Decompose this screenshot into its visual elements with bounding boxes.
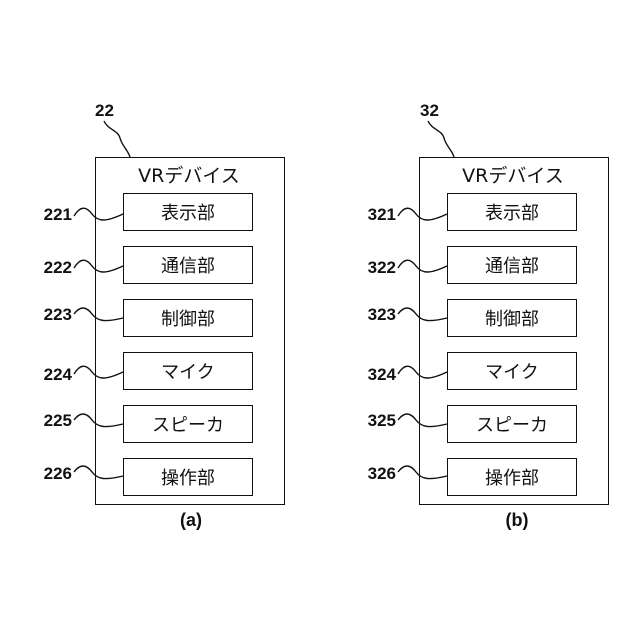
- panel-a-component-display: 表示部: [123, 193, 253, 231]
- panel-b-ref-322: 322: [368, 259, 396, 276]
- panel-a-ref: 22: [95, 102, 114, 119]
- panel-a-ref-225: 225: [44, 412, 72, 429]
- panel-a-component-microphone: マイク: [123, 352, 253, 390]
- panel-b-component-operation: 操作部: [447, 458, 577, 496]
- panel-b-component-microphone: マイク: [447, 352, 577, 390]
- panel-a-component-communication: 通信部: [123, 246, 253, 284]
- panel-b-ref-324: 324: [368, 366, 396, 383]
- panel-b-ref: 32: [420, 102, 439, 119]
- panel-a-ref-226: 226: [44, 465, 72, 482]
- panel-b-component-speaker: スピーカ: [447, 405, 577, 443]
- leader-22: [104, 121, 130, 157]
- panel-a-component-operation: 操作部: [123, 458, 253, 496]
- panel-b-component-communication: 通信部: [447, 246, 577, 284]
- panel-b-component-control: 制御部: [447, 299, 577, 337]
- panel-b-ref-326: 326: [368, 465, 396, 482]
- panel-a-ref-224: 224: [44, 366, 72, 383]
- panel-b-ref-321: 321: [368, 206, 396, 223]
- panel-b-ref-325: 325: [368, 412, 396, 429]
- panel-a-component-control: 制御部: [123, 299, 253, 337]
- panel-a-title: VRデバイス: [138, 167, 240, 186]
- leader-32: [428, 121, 454, 157]
- panel-b-caption: (b): [506, 511, 529, 529]
- panel-a-caption: (a): [180, 511, 202, 529]
- panel-a-ref-222: 222: [44, 259, 72, 276]
- panel-b-component-display: 表示部: [447, 193, 577, 231]
- panel-a-ref-223: 223: [44, 306, 72, 323]
- panel-a-ref-221: 221: [44, 206, 72, 223]
- panel-a-component-speaker: スピーカ: [123, 405, 253, 443]
- panel-b-ref-323: 323: [368, 306, 396, 323]
- panel-b-title: VRデバイス: [462, 167, 564, 186]
